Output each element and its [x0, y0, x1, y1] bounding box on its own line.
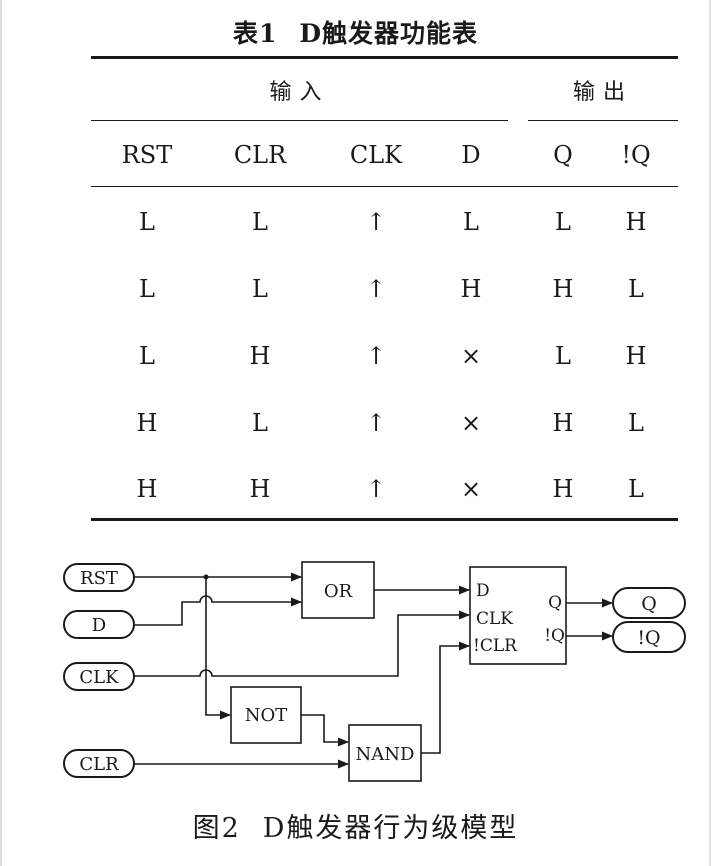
figure-caption: 图2 D触发器行为级模型 — [0, 806, 711, 845]
table-cell: L — [628, 275, 644, 303]
flipflop-pin-q: Q — [548, 593, 562, 613]
input-terminal-rst-label: RST — [80, 568, 118, 589]
table-cell: L — [252, 208, 268, 236]
table-cell: L — [628, 409, 644, 437]
input-terminal-rst: RST — [63, 563, 135, 592]
table-cell: H — [552, 275, 574, 303]
table-cell: H — [552, 475, 574, 503]
table-cell: H — [249, 475, 271, 503]
table-cell: H — [136, 409, 158, 437]
flipflop-pin-clk: CLK — [476, 609, 513, 629]
table-cell: ↑ — [365, 208, 387, 236]
table-cell: H — [136, 475, 158, 503]
table-cell: ↑ — [365, 275, 387, 303]
wire-clk-to-flipflop — [134, 610, 471, 677]
flipflop-pin-d: D — [476, 581, 490, 601]
table-cell: ↑ — [365, 475, 387, 503]
group-header-output: 输出 — [572, 80, 633, 105]
wire-d-to-or — [134, 595, 303, 626]
or-gate-label: OR — [324, 581, 353, 602]
table-cell: L — [139, 208, 155, 236]
table-title: 表1 D触发器功能表 — [0, 14, 711, 50]
input-terminal-d-label: D — [92, 615, 106, 636]
or-gate: OR — [301, 561, 375, 619]
input-terminal-clr: CLR — [63, 749, 135, 778]
wire-rst-branch-to-not — [205, 577, 232, 720]
output-terminal-nq: !Q — [612, 621, 686, 653]
table-cell: H — [552, 409, 574, 437]
nand-gate: NAND — [348, 724, 422, 782]
table-cell: L — [139, 275, 155, 303]
output-terminal-q: Q — [612, 587, 686, 619]
page-border-left — [0, 0, 2, 866]
header-rule — [91, 186, 678, 187]
d-flipflop-block: D CLK !CLR Q !Q — [469, 566, 567, 665]
table-cell: L — [555, 208, 571, 236]
figure-caption-text: D触发器行为级模型 — [262, 813, 519, 844]
table-top-rule — [91, 56, 678, 59]
input-terminal-d: D — [63, 610, 135, 639]
table-cell: × — [460, 409, 482, 437]
figure-caption-label: 图2 — [192, 813, 241, 844]
table-cell: L — [252, 275, 268, 303]
table-bottom-rule — [91, 518, 678, 521]
column-header-d: D — [461, 141, 481, 169]
table-cell: H — [460, 275, 482, 303]
table-cell: L — [555, 342, 571, 370]
table-cell: L — [139, 342, 155, 370]
table-cell: H — [625, 342, 647, 370]
flipflop-pin-nq: !Q — [544, 626, 565, 646]
input-terminal-clk-label: CLK — [79, 667, 119, 688]
input-terminal-clr-label: CLR — [79, 754, 119, 775]
wire-nand-to-flipflop-clr — [421, 641, 471, 754]
column-header-nq: !Q — [621, 141, 651, 169]
wire-junction — [203, 574, 209, 580]
table-cell: ↑ — [365, 409, 387, 437]
table-cell: L — [252, 409, 268, 437]
wire-not-to-nand — [301, 714, 350, 747]
not-gate-label: NOT — [245, 705, 288, 726]
table-title-text: D触发器功能表 — [299, 19, 479, 48]
column-header-clk: CLK — [349, 141, 403, 169]
table-cell: × — [460, 342, 482, 370]
not-gate: NOT — [230, 686, 302, 744]
column-header-clr: CLR — [233, 141, 287, 169]
table-cell: ↑ — [365, 342, 387, 370]
output-terminal-nq-label: !Q — [637, 627, 660, 649]
column-header-rst: RST — [121, 141, 173, 169]
flipflop-pin-clr: !CLR — [473, 636, 518, 656]
nand-gate-label: NAND — [356, 744, 415, 765]
page-border-right — [709, 0, 711, 866]
column-header-q: Q — [553, 141, 573, 169]
table-cell: H — [249, 342, 271, 370]
table-cell: L — [463, 208, 479, 236]
group-header-input: 输入 — [269, 80, 330, 105]
output-group-rule — [528, 120, 678, 121]
table-cell: L — [628, 475, 644, 503]
table-title-label: 表1 — [232, 19, 278, 48]
input-terminal-clk: CLK — [63, 662, 135, 691]
table-cell: H — [625, 208, 647, 236]
table-cell: × — [460, 475, 482, 503]
input-group-rule — [91, 120, 508, 121]
output-terminal-q-label: Q — [641, 593, 657, 615]
circuit-diagram: RST D CLK CLR OR NOT NAND D CLK !CLR Q !… — [63, 561, 686, 782]
